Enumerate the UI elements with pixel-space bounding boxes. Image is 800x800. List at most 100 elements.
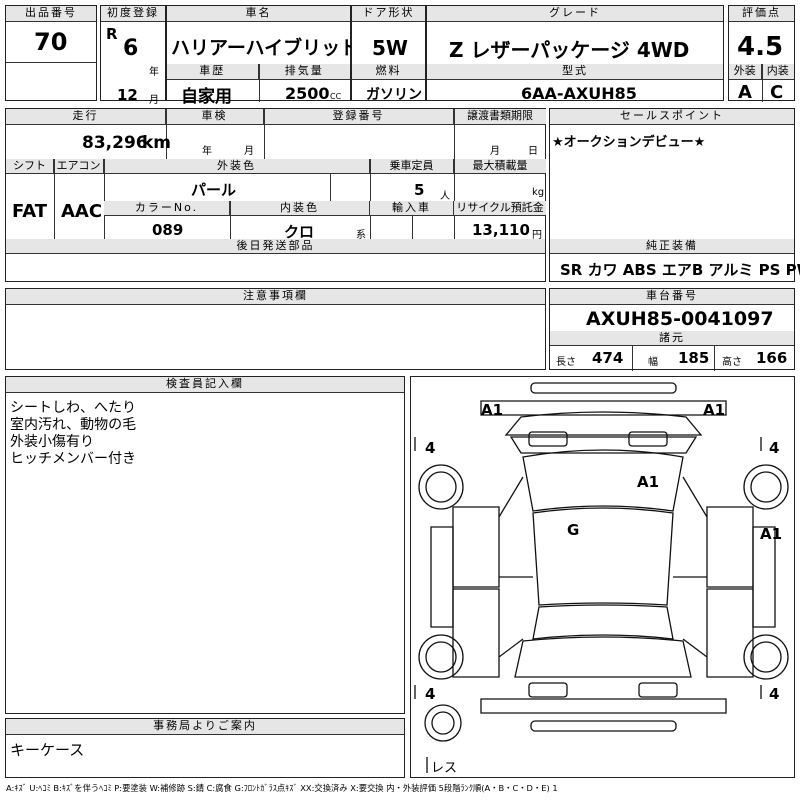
insp-year: 年 [202, 146, 212, 157]
inspector-note: ヒッチメンバー付き [10, 451, 136, 467]
transfer-month: 月 [490, 146, 500, 157]
fuel: ガソリン [366, 87, 422, 103]
damage-a1-roof: A1 [637, 473, 660, 491]
insp-month: 月 [244, 146, 254, 157]
car-name: ハリアーハイブリッド [171, 37, 360, 59]
grade: Z レザーパッケージ 4WD [449, 38, 690, 62]
door-box: ドア形状 5W 燃料 ガソリン [351, 5, 426, 103]
sales-point-box: セールスポイント ★オークションデビュー★ 純正装備 SR カワ ABS エアB… [549, 108, 800, 282]
chassis-box: 車台番号 AXUH85-0041097 諸元 長さ 474 幅 185 高さ 1… [549, 288, 795, 371]
fuel-label: 燃料 [352, 64, 425, 80]
lot-number: 70 [34, 28, 68, 56]
tire-rear-left: 4 [425, 685, 436, 703]
reg-label: 登録番号 [264, 109, 454, 125]
color-no-label: カラーNo. [104, 201, 230, 216]
office-label: 事務局よりご案内 [6, 719, 404, 735]
lot-box: 出品番号 70 [5, 5, 97, 101]
interior-color: クロ [284, 223, 315, 241]
cc-unit: CC [330, 92, 342, 101]
aircon: AAC [61, 201, 103, 222]
inspector-note: 室内汚れ、動物の毛 [10, 417, 137, 433]
legend: A:ｷｽﾞ U:ﾍｺﾐ B:ｷｽﾞを伴うﾍｺﾐ P:要塗装 W:補修跡 S:錆 … [6, 783, 558, 793]
sales-label: セールスポイント [550, 109, 794, 125]
equipment: SR カワ ABS エアB アルミ PS PW [560, 261, 800, 279]
yen-unit: 円 [532, 230, 542, 241]
load-label: 最大積載量 [454, 159, 546, 174]
history-label: 車歴 [167, 64, 259, 80]
transfer-day: 日 [528, 146, 538, 157]
color-label: 外装色 [104, 159, 370, 174]
door-type: 5W [372, 36, 408, 60]
sales-point: ★オークションデビュー★ [552, 135, 706, 150]
office-box: 事務局よりご案内 キーケース [5, 718, 405, 778]
score: 4.5 [737, 32, 784, 62]
score-box: 評価点 4.5 外装 内装 A C [728, 5, 795, 103]
reg-year: 6 [123, 36, 139, 61]
tire-front-right: 4 [769, 439, 780, 457]
length: 474 [592, 349, 624, 367]
car-name-box: 車名 ハリアーハイブリッド 車歴 排気量 自家用 2500 CC [166, 5, 359, 107]
recycle-fee: 13,110 [472, 221, 530, 239]
height-label: 高さ [722, 357, 742, 368]
dims-label: 諸元 [550, 331, 794, 346]
color-no: 089 [152, 221, 184, 239]
inspector-box: 検査員記入欄 シートしわ、へたり 室内汚れ、動物の毛 外装小傷有り ヒッチメンバ… [5, 376, 405, 714]
displacement: 2500 [285, 84, 330, 103]
capacity: 5 [414, 181, 425, 199]
car-name-label: 車名 [167, 6, 350, 22]
inspector-label: 検査員記入欄 [6, 377, 404, 393]
spare-tire-none: レス [431, 761, 458, 776]
car-diagram: A1 A1 A1 A1 G 4 4 4 4 レス [410, 376, 795, 778]
import-label: 輸入車 [370, 201, 454, 216]
int-color-label: 内装色 [230, 201, 370, 216]
equipment-label: 純正装備 [550, 239, 794, 254]
mileage: 83,296 [82, 133, 148, 153]
inspector-note: シートしわ、へたり [10, 400, 136, 416]
door-label: ドア形状 [352, 6, 425, 22]
mileage-label: 走行 [6, 109, 166, 125]
car-outline-icon [414, 382, 789, 773]
office-note: キーケース [10, 741, 85, 759]
damage-a1-front-left: A1 [481, 401, 504, 419]
reg-month: 12 [117, 86, 138, 104]
damage-g-glass: G [567, 521, 580, 539]
later-parts-label: 後日発送部品 [6, 239, 545, 254]
history: 自家用 [181, 87, 232, 107]
capacity-unit: 人 [440, 191, 450, 202]
transfer-label: 譲渡書類期限 [454, 109, 546, 125]
tire-rear-right: 4 [769, 685, 780, 703]
recycle-label: リサイクル預託金 [454, 201, 546, 216]
model-code: 6AA-AXUH85 [521, 84, 637, 103]
exterior-grade: A [738, 82, 752, 103]
model-label: 型式 [427, 64, 723, 80]
tire-front-left: 4 [425, 439, 436, 457]
displacement-label: 排気量 [258, 64, 350, 80]
exterior-color: パール [191, 181, 237, 199]
width-label: 幅 [648, 357, 658, 368]
interior-label: 内装 [761, 64, 794, 80]
length-label: 長さ [556, 357, 576, 368]
interior-grade: C [770, 82, 784, 103]
year-unit: 年 [149, 67, 159, 78]
spec-box: 走行 車検 登録番号 譲渡書類期限 83,296 km 年 月 月 日 シフト … [5, 108, 546, 282]
load-unit: kg [532, 187, 545, 198]
exterior-label: 外装 [729, 64, 762, 80]
shift: FAT [12, 201, 48, 222]
ac-label: エアコン [54, 159, 104, 174]
era: R [106, 25, 118, 43]
width: 185 [678, 349, 710, 367]
shift-label: シフト [6, 159, 54, 174]
chassis-number: AXUH85-0041097 [586, 308, 774, 330]
notes-label: 注意事項欄 [6, 289, 545, 305]
capacity-label: 乗車定員 [370, 159, 454, 174]
inspector-note: 外装小傷有り [10, 434, 94, 450]
grade-label: グレード [427, 6, 723, 22]
damage-a1-right-side: A1 [760, 525, 783, 543]
score-label: 評価点 [729, 6, 794, 22]
month-unit: 月 [149, 95, 159, 106]
first-reg-box: 初度登録 R 6 年 12 月 [100, 5, 166, 106]
grade-box: グレード Z レザーパッケージ 4WD 型式 6AA-AXUH85 [426, 5, 724, 103]
damage-a1-front-right: A1 [703, 401, 726, 419]
chassis-label: 車台番号 [550, 289, 794, 305]
first-reg-label: 初度登録 [101, 6, 165, 22]
